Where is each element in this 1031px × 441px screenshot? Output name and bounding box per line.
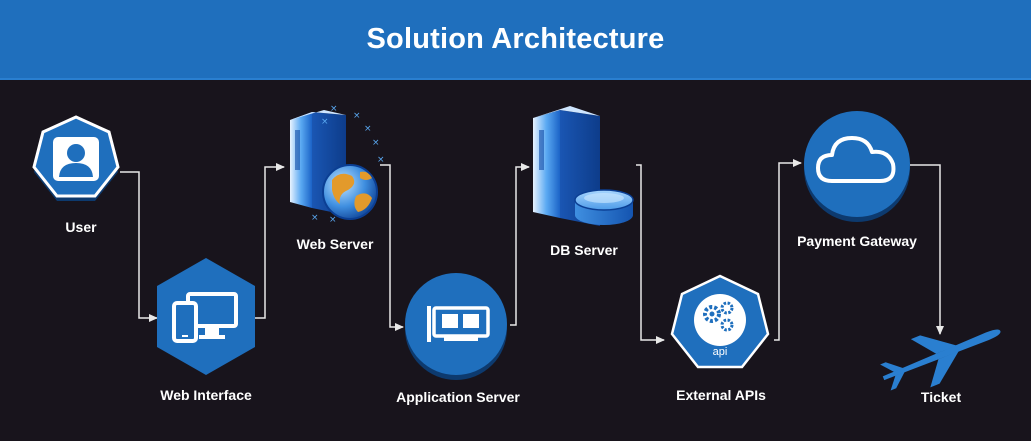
api-gear-icon: api bbox=[694, 294, 746, 358]
ticket-node[interactable] bbox=[874, 307, 1010, 402]
page-title: Solution Architecture bbox=[366, 22, 665, 55]
external-apis-label: External APIs bbox=[676, 387, 766, 403]
title-bar: Solution Architecture bbox=[0, 0, 1031, 80]
svg-text:×: × bbox=[372, 138, 380, 148]
ticket-label: Ticket bbox=[920, 389, 962, 405]
connector bbox=[255, 163, 285, 319]
connector bbox=[910, 164, 944, 335]
web-server-node[interactable]: × × × × × × × × bbox=[290, 104, 385, 225]
api-badge-label: api bbox=[713, 346, 728, 358]
web-interface-node[interactable] bbox=[157, 258, 255, 375]
cloud-icon bbox=[816, 136, 896, 183]
svg-text:×: × bbox=[321, 117, 329, 127]
devices-icon bbox=[172, 292, 238, 343]
web-interface-label: Web Interface bbox=[160, 387, 252, 403]
connector bbox=[636, 164, 665, 344]
svg-text:×: × bbox=[377, 155, 385, 165]
payment-gateway-label: Payment Gateway bbox=[797, 233, 917, 249]
payment-gateway-node[interactable] bbox=[804, 111, 910, 222]
application-server-label: Application Server bbox=[396, 389, 520, 405]
connector bbox=[380, 164, 404, 331]
connector bbox=[774, 159, 802, 341]
database-server-icon bbox=[533, 106, 634, 226]
network-card-icon bbox=[427, 306, 490, 342]
svg-text:×: × bbox=[329, 215, 337, 225]
db-server-label: DB Server bbox=[550, 242, 618, 258]
web-server-globe-icon: × × × × × × × × bbox=[290, 104, 385, 225]
svg-text:×: × bbox=[330, 104, 338, 114]
user-node[interactable] bbox=[32, 115, 120, 201]
user-label: User bbox=[65, 219, 97, 235]
web-server-label: Web Server bbox=[296, 236, 374, 252]
db-server-node[interactable] bbox=[533, 106, 634, 226]
svg-text:×: × bbox=[364, 124, 372, 134]
svg-text:×: × bbox=[311, 213, 319, 223]
connector bbox=[120, 171, 158, 322]
airplane-icon bbox=[880, 329, 1001, 391]
svg-text:×: × bbox=[353, 111, 361, 121]
application-server-node[interactable] bbox=[405, 273, 507, 380]
external-apis-node[interactable]: api bbox=[670, 274, 770, 369]
connector bbox=[510, 163, 530, 326]
user-icon bbox=[53, 137, 99, 181]
